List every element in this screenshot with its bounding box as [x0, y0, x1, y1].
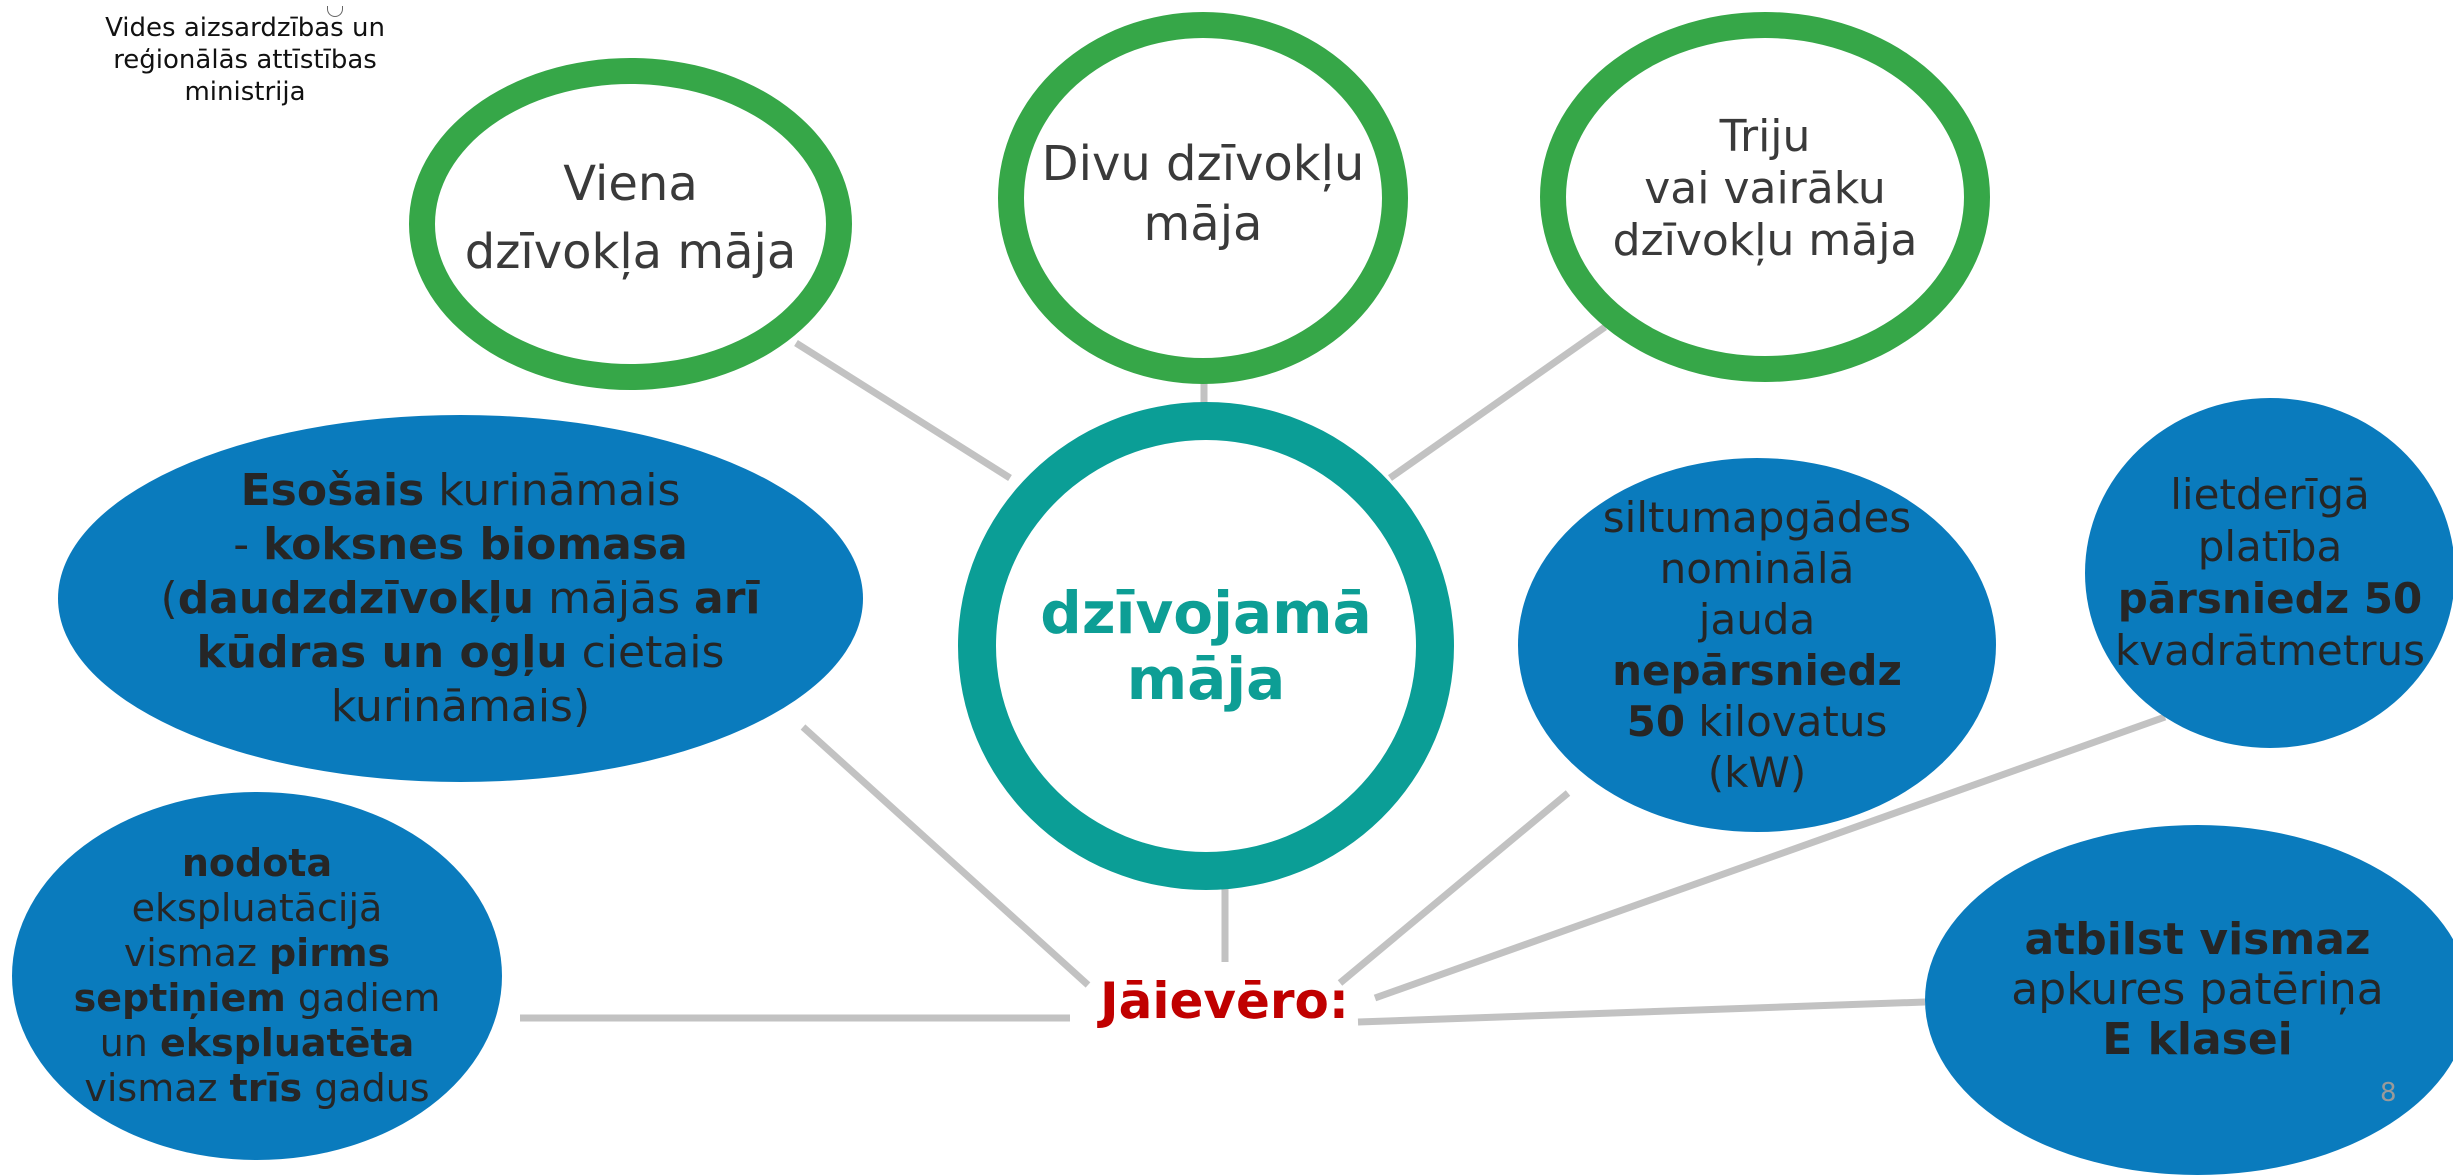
condition-text: ( [160, 572, 178, 624]
node-text-line: vai vairāku [1644, 163, 1886, 214]
center-node-label: māja [1126, 645, 1286, 713]
emphasized-text: nepārsniedz [1612, 646, 1902, 695]
condition-text-line: nodota [74, 841, 441, 886]
condition-text-line: kurināmais) [161, 680, 761, 734]
condition-text-line: vismaz trīs gadus [74, 1066, 441, 1111]
condition-text-line: ekspluatācijā [74, 886, 441, 931]
condition-text-line: nepārsniedz [1603, 645, 1911, 696]
condition-text-line: apkures patēriņa [2011, 965, 2383, 1015]
condition-text: vismaz [123, 931, 269, 975]
connector-lines [520, 324, 2167, 1026]
node-text-line: dzīvokļu māja [1612, 215, 1918, 266]
emphasized-text: daudzdzīvokļu [177, 572, 535, 624]
condition-text: kilovatus [1685, 697, 1888, 746]
house-type-single-apartment: Viena dzīvokļa māja [409, 58, 852, 390]
node-text-line: Triju [1719, 111, 1811, 162]
condition-text-line: (daudzdzīvokļu mājās arī [161, 572, 761, 626]
emphasized-text: 50 [1626, 697, 1686, 746]
connector-line [1387, 324, 1608, 481]
emphasized-text: kūdras un ogļu [196, 626, 568, 678]
condition-text: jauda [1698, 595, 1816, 644]
condition-text-line: un ekspluatēta [74, 1021, 441, 1066]
condition-text-line: (kW) [1603, 747, 1911, 798]
house-type-three-or-more-apartments: Triju vai vairāku dzīvokļu māja [1540, 12, 1990, 382]
emphasized-text: atbilst vismaz [2024, 914, 2371, 965]
condition-text: apkures patēriņa [2011, 964, 2384, 1015]
condition-text-line: vismaz pirms [74, 931, 441, 976]
condition-text: gadiem [285, 976, 441, 1020]
condition-text-line: - koksnes biomasa [161, 518, 761, 572]
emphasized-text: septiņiem [73, 976, 286, 1020]
node-text-line: māja [1143, 196, 1263, 252]
ministry-logo: Vides aizsardzības un reģionālās attīstī… [95, 6, 395, 108]
connector-line [1337, 790, 1571, 986]
condition-text: un [99, 1021, 160, 1065]
condition-text: kvadrātmetrus [2114, 626, 2426, 675]
condition-text: (kW) [1707, 748, 1807, 797]
ministry-name-line: Vides aizsardzības un [105, 13, 385, 43]
ministry-name-line: reģionālās attīstības [113, 45, 377, 75]
condition-text: siltumapgādes [1602, 493, 1912, 542]
condition-text-line: platība [2115, 521, 2425, 573]
condition-text: cietais [567, 626, 725, 678]
emphasized-text: arī [694, 572, 761, 624]
condition-text-line: nominālā [1603, 543, 1911, 594]
ministry-name-line: ministrija [184, 77, 306, 107]
condition-text-line: kvadrātmetrus [2115, 625, 2425, 677]
center-node-label: dzīvojamā [1040, 579, 1372, 647]
condition-fuel-type: Esošais kurināmais- koksnes biomasa(daud… [58, 415, 863, 782]
condition-text-line: atbilst vismaz [2011, 915, 2383, 965]
condition-text: ekspluatācijā [131, 886, 383, 930]
emphasized-text: trīs [229, 1066, 303, 1110]
emphasized-text: Esošais [240, 464, 425, 516]
node-text-line: Viena [563, 156, 698, 212]
condition-text-line: jauda [1603, 594, 1911, 645]
page-number: 8 [2380, 1078, 2397, 1108]
connector-line [1357, 998, 1926, 1026]
condition-text: nominālā [1659, 544, 1855, 593]
condition-text: platība [2197, 522, 2343, 571]
condition-text-line: siltumapgādes [1603, 492, 1911, 543]
emphasized-text: pārsniedz 50 [2117, 574, 2423, 623]
house-type-two-apartments: Divu dzīvokļu māja [998, 12, 1408, 384]
condition-text-line: septiņiem gadiem [74, 976, 441, 1021]
emphasized-text: nodota [181, 841, 333, 885]
condition-text-line: lietderīgā [2115, 469, 2425, 521]
condition-text-line: pārsniedz 50 [2115, 573, 2425, 625]
connector-line [794, 340, 1012, 481]
connector-line [1373, 713, 2167, 1002]
condition-text: gadus [302, 1066, 430, 1110]
condition-text: kurināmais) [330, 680, 591, 732]
node-text-line: dzīvokļa māja [464, 224, 797, 280]
condition-text: lietderīgā [2170, 470, 2370, 519]
condition-text: - [233, 518, 264, 570]
emphasized-text: E klasei [2102, 1014, 2293, 1065]
condition-text-line: E klasei [2011, 1015, 2383, 1065]
condition-text: vismaz [84, 1066, 230, 1110]
connector-line [800, 724, 1091, 988]
emphasized-text: koksnes biomasa [263, 518, 688, 570]
node-text-line: Divu dzīvokļu [1041, 136, 1365, 192]
coat-of-arms-icon [327, 6, 343, 17]
emphasized-text: ekspluatēta [159, 1021, 415, 1065]
condition-text-line: 50 kilovatus [1603, 696, 1911, 747]
emphasized-text: pirms [268, 931, 391, 975]
condition-text-line: kūdras un ogļu cietais [161, 626, 761, 680]
must-observe-label: Jāievēro: [1100, 972, 1349, 1030]
condition-text: kurināmais [424, 464, 681, 516]
condition-text-line: Esošais kurināmais [161, 464, 761, 518]
central-node-residential-house: dzīvojamā māja [958, 402, 1454, 890]
condition-text: mājās [534, 572, 694, 624]
